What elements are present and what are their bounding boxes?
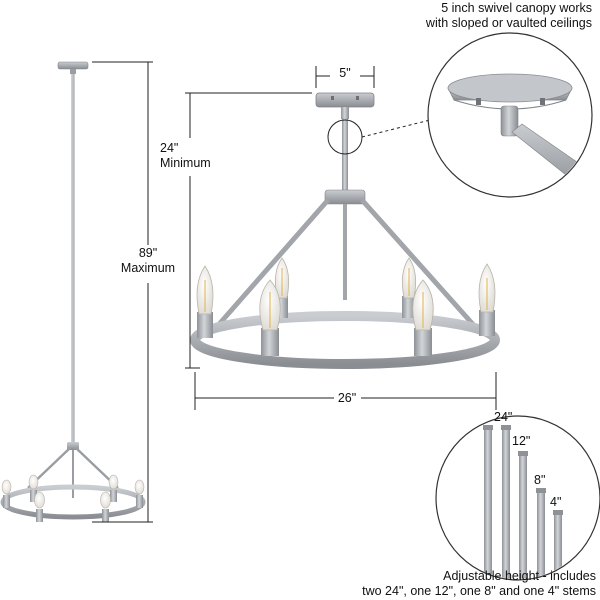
swivel-canopy-detail (427, 32, 593, 198)
stems-caption: Adjustable height - includes two 24", on… (352, 569, 596, 599)
min-height-dimension-line (185, 92, 312, 369)
ring-diameter-label: 26" (337, 391, 357, 405)
stem-label-12: 12" (512, 434, 531, 448)
stem-label-4: 4" (550, 495, 562, 509)
stem-label-8: 8" (534, 473, 546, 487)
ring-diameter-dimension-line (194, 372, 497, 410)
max-height-label: 89" Maximum (112, 246, 184, 276)
canopy-width-label: 5" (339, 66, 351, 80)
stem-label-24: 24" (494, 410, 513, 424)
min-height-value: 24" (160, 141, 179, 155)
max-height-dimension-line (92, 61, 153, 523)
stems-detail (435, 415, 600, 581)
min-height-label: 24" Minimum (160, 141, 211, 171)
stems-caption-line1: Adjustable height - includes (443, 569, 596, 583)
canopy-note-line2: with sloped or vaulted ceilings (425, 16, 592, 30)
canopy-note: 5 inch swivel canopy works with sloped o… (392, 1, 592, 31)
min-height-chandelier (190, 92, 500, 369)
full-height-chandelier (0, 61, 146, 522)
stems-caption-line2: two 24", one 12", one 8" and one 4" stem… (362, 584, 596, 598)
canopy-width-dimension-line (315, 66, 375, 88)
max-height-value: 89" (138, 246, 158, 260)
canopy-note-line1: 5 inch swivel canopy works (441, 1, 592, 15)
min-height-caption: Minimum (160, 156, 211, 170)
max-height-caption: Maximum (120, 261, 176, 275)
